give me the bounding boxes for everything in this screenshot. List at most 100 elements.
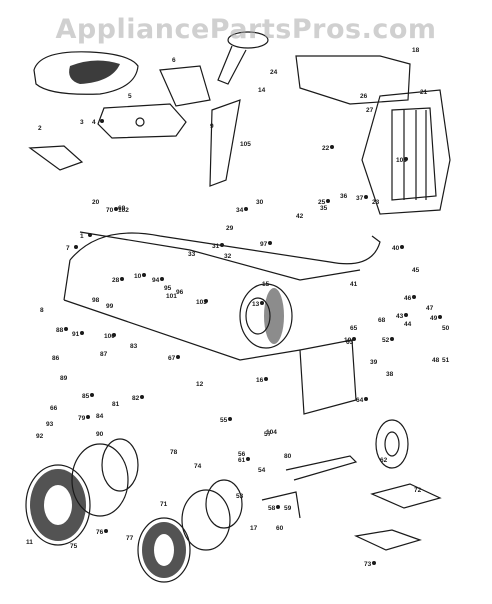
callout-61: 61 <box>238 457 246 464</box>
callout-75: 75 <box>70 543 78 550</box>
callout-93: 93 <box>46 421 54 428</box>
callout-92: 92 <box>36 433 44 440</box>
callout-64: 64 <box>356 397 364 404</box>
fastener-icon <box>268 241 272 245</box>
fastener-icon <box>220 243 224 247</box>
fastener-icon <box>114 207 118 211</box>
fastener-icon <box>390 337 394 341</box>
callout-71: 71 <box>160 501 168 508</box>
callout-72: 72 <box>414 487 422 494</box>
watermark-text: AppliancePartsPros.com <box>55 14 437 45</box>
fastener-icon <box>100 119 104 123</box>
fastener-icon <box>204 299 208 303</box>
fastener-icon <box>260 301 264 305</box>
fastener-icon <box>228 417 232 421</box>
pedal-bracket <box>370 483 442 509</box>
main-frame <box>63 231 381 361</box>
callout-59: 59 <box>284 505 292 512</box>
callout-15: 15 <box>262 281 270 288</box>
clutch-linkage <box>353 529 422 551</box>
callout-54: 54 <box>258 467 266 474</box>
rear-rim-left <box>71 438 139 517</box>
callout-3: 3 <box>80 119 84 126</box>
callout-35: 35 <box>320 205 328 212</box>
fastener-icon <box>142 273 146 277</box>
callout-8: 8 <box>40 307 44 314</box>
callout-2: 2 <box>38 125 42 132</box>
callout-87: 87 <box>100 351 108 358</box>
callout-103: 103 <box>196 299 207 306</box>
callout-38: 38 <box>386 371 394 378</box>
callout-10: 10 <box>134 273 142 280</box>
callout-53: 53 <box>236 493 244 500</box>
callout-18: 18 <box>412 47 420 54</box>
callout-1: 1 <box>80 233 84 240</box>
callout-80: 80 <box>284 453 292 460</box>
callout-25: 25 <box>318 199 326 206</box>
callout-52: 52 <box>382 337 390 344</box>
fastener-icon <box>364 397 368 401</box>
callout-42: 42 <box>296 213 304 220</box>
callout-5: 5 <box>128 93 132 100</box>
callout-91: 91 <box>72 331 80 338</box>
callout-57: 57 <box>264 431 272 438</box>
fender-panel <box>159 65 211 107</box>
fastener-icon <box>112 333 116 337</box>
fastener-icon <box>244 207 248 211</box>
callout-55: 55 <box>220 417 228 424</box>
callout-41: 41 <box>350 281 358 288</box>
callout-90: 90 <box>96 431 104 438</box>
fastener-icon <box>90 393 94 397</box>
callout-82: 82 <box>132 395 140 402</box>
callout-30: 30 <box>256 199 264 206</box>
fastener-icon <box>176 355 180 359</box>
fastener-icon <box>140 395 144 399</box>
fastener-icon <box>438 315 442 319</box>
callout-31: 31 <box>212 243 220 250</box>
callout-14: 14 <box>258 87 266 94</box>
callout-26: 26 <box>360 93 368 100</box>
middle-wheel <box>239 283 293 349</box>
callout-88: 88 <box>56 327 64 334</box>
callout-99: 99 <box>106 303 114 310</box>
callout-97: 97 <box>260 241 268 248</box>
callout-29: 29 <box>226 225 234 232</box>
fastener-icon <box>104 529 108 533</box>
callout-27: 27 <box>366 107 374 114</box>
fastener-icon <box>120 277 124 281</box>
callout-45: 45 <box>412 267 420 274</box>
fastener-icon <box>160 277 164 281</box>
callout-21: 21 <box>420 89 428 96</box>
callout-46: 46 <box>404 295 412 302</box>
callout-66: 66 <box>50 405 58 412</box>
callout-76: 76 <box>96 529 104 536</box>
callout-77: 77 <box>126 535 134 542</box>
dash-panel <box>295 55 411 105</box>
callout-28: 28 <box>112 277 120 284</box>
fastener-icon <box>246 457 250 461</box>
callout-95: 95 <box>164 285 172 292</box>
callout-98: 98 <box>92 297 100 304</box>
callout-47: 47 <box>426 305 434 312</box>
fastener-icon <box>276 505 280 509</box>
callout-106: 106 <box>396 157 407 164</box>
callout-51: 51 <box>442 357 450 364</box>
callout-36: 36 <box>340 193 348 200</box>
seat-bracket <box>28 145 84 171</box>
callout-102: 102 <box>118 207 129 214</box>
callout-58: 58 <box>268 505 276 512</box>
callout-9: 9 <box>210 123 214 130</box>
fastener-icon <box>86 415 90 419</box>
callout-69: 69 <box>118 205 126 212</box>
callout-84: 84 <box>96 413 104 420</box>
callout-40: 40 <box>392 245 400 252</box>
callout-7: 7 <box>66 245 70 252</box>
callout-17: 17 <box>250 525 258 532</box>
callout-70: 70 <box>106 207 114 214</box>
callout-4: 4 <box>92 119 96 126</box>
tie-rod <box>261 491 301 519</box>
fastener-icon <box>326 199 330 203</box>
